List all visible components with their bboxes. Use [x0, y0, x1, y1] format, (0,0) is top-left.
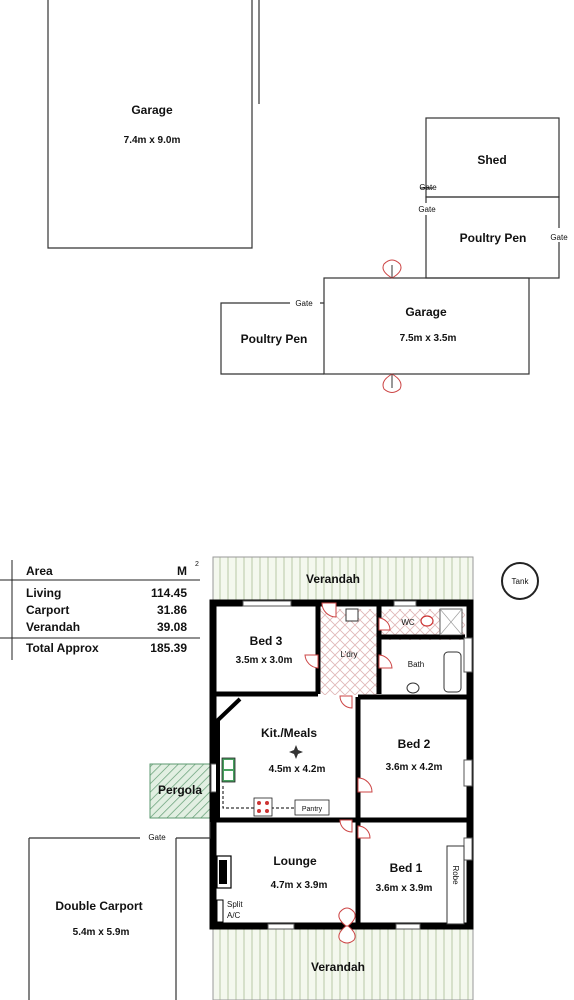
- split-ac-label-line-2: A/C: [227, 911, 241, 920]
- bath-label: Bath: [408, 660, 424, 669]
- doors: [304, 602, 393, 944]
- area-header-label: Area: [26, 564, 53, 578]
- compass-icon: [289, 745, 303, 759]
- wet-area-fixtures: [345, 608, 463, 694]
- garage-2-size: 7.5m x 3.5m: [400, 333, 457, 344]
- tank: Tank: [501, 562, 539, 600]
- verandah-bottom: [212, 925, 474, 1000]
- bed-3-size: 3.5m x 3.0m: [236, 655, 293, 666]
- area-total-value: 185.39: [150, 641, 187, 655]
- kitchen-fittings: Pantry: [216, 697, 330, 820]
- area-row-label: Carport: [26, 603, 69, 617]
- pantry-label: Pantry: [302, 806, 323, 813]
- bed-1-size: 3.6m x 3.9m: [376, 883, 433, 894]
- area-table: Area M 2 Living 114.45 Carport 31.86 Ver…: [0, 560, 200, 660]
- gate-label: Gate: [418, 205, 436, 214]
- double-carport: Gate Double Carport 5.4m x 5.9m: [28, 822, 211, 1000]
- verandah-bottom-label: Verandah: [311, 960, 365, 974]
- tank-label: Tank: [512, 577, 530, 586]
- bed-2-size: 3.6m x 4.2m: [386, 762, 443, 773]
- bed-3-label: Bed 3: [250, 634, 283, 648]
- wc-label: WC: [401, 618, 415, 627]
- pergola-label: Pergola: [158, 783, 202, 797]
- bed-2-label: Bed 2: [398, 737, 431, 751]
- area-row-value: 114.45: [151, 586, 187, 600]
- area-header-unit: M: [177, 564, 187, 578]
- area-row-label: Verandah: [26, 620, 80, 634]
- gate-label: Gate: [550, 233, 568, 242]
- interior-walls: [213, 603, 470, 926]
- gate-label: Gate: [295, 299, 313, 308]
- garage-2-label: Garage: [405, 305, 447, 319]
- garage-1: Garage 7.4m x 9.0m: [47, 0, 260, 249]
- gate-label: Gate: [419, 183, 437, 192]
- verandah-top: [212, 556, 474, 604]
- pergola: [149, 763, 213, 819]
- lounge-size: 4.7m x 3.9m: [271, 880, 328, 891]
- area-total-label: Total Approx: [26, 641, 99, 655]
- split-ac-label-line-1: Split: [227, 900, 243, 909]
- robe-label: Robe: [451, 865, 460, 885]
- carport-size: 5.4m x 5.9m: [73, 927, 130, 938]
- carport-label: Double Carport: [55, 899, 142, 913]
- laundry-floor: [318, 609, 379, 695]
- lounge-label: Lounge: [273, 854, 317, 868]
- area-row: Verandah 39.08: [26, 620, 187, 634]
- garage-1-label: Garage: [131, 103, 173, 117]
- laundry-label: L'dry: [340, 650, 357, 659]
- poultry-pen-left: Gate Poultry Pen: [220, 297, 324, 375]
- area-row-value: 31.86: [157, 603, 187, 617]
- area-total-row: Total Approx 185.39: [26, 641, 187, 655]
- windows: [210, 600, 473, 930]
- garage-1-size: 7.4m x 9.0m: [124, 135, 181, 146]
- kitchen-size: 4.5m x 4.2m: [269, 764, 326, 775]
- poultry-pen-right: Gate Gate Poultry Pen: [418, 196, 568, 279]
- area-row-label: Living: [26, 586, 61, 600]
- shed: Shed Gate: [419, 117, 560, 198]
- area-header-unit-sup: 2: [195, 561, 199, 568]
- bed-1-label: Bed 1: [390, 861, 423, 875]
- area-row-value: 39.08: [157, 620, 187, 634]
- area-row: Living 114.45: [26, 586, 187, 600]
- kitchen-label: Kit./Meals: [261, 726, 317, 740]
- verandah-top-label: Verandah: [306, 572, 360, 586]
- area-row: Carport 31.86: [26, 603, 187, 617]
- poultry-pen-left-label: Poultry Pen: [241, 332, 308, 346]
- lounge-fittings: [216, 845, 465, 925]
- garage-2: Garage 7.5m x 3.5m: [323, 259, 530, 393]
- carport-gate-label: Gate: [148, 833, 166, 842]
- shed-label: Shed: [477, 153, 506, 167]
- poultry-pen-right-label: Poultry Pen: [460, 231, 527, 245]
